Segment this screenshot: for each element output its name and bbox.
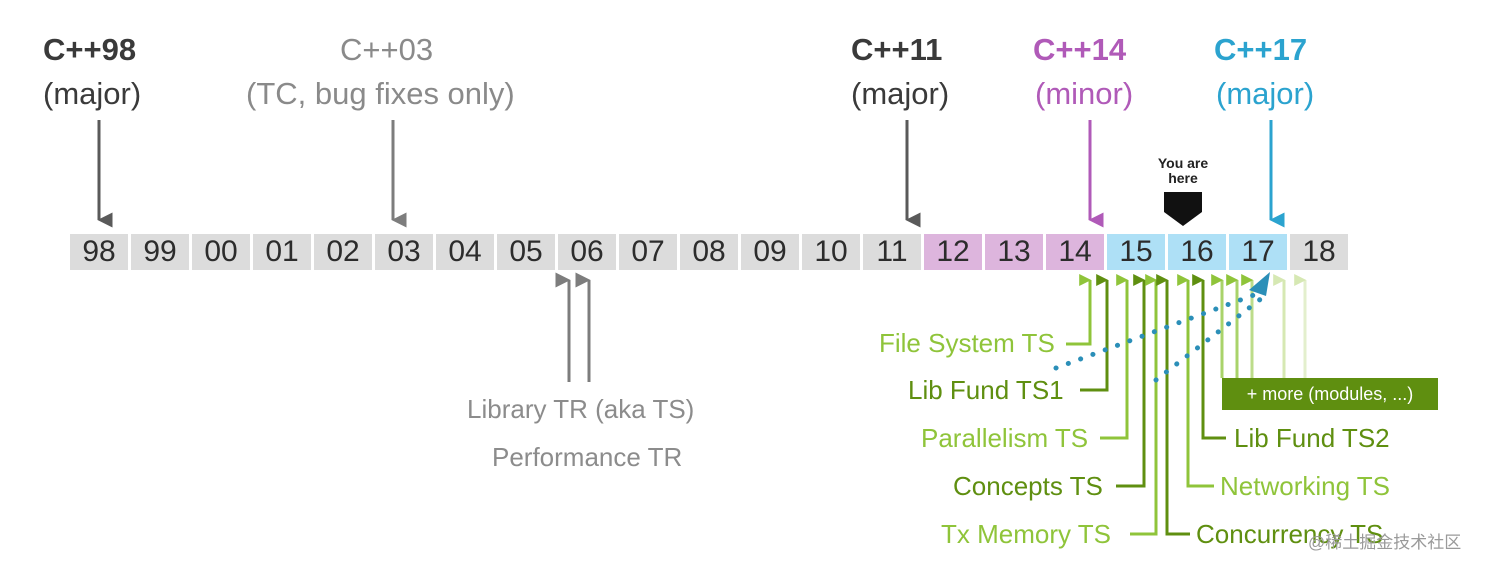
dotted-merge-2 <box>1153 295 1265 383</box>
year-cell-11: 11 <box>863 234 921 270</box>
year-cell-13: 13 <box>985 234 1043 270</box>
year-cell-99: 99 <box>131 234 189 270</box>
concepts-ts-label: Concepts TS <box>953 471 1103 501</box>
year-cell-17: 17 <box>1229 234 1287 270</box>
year-cell-10: 10 <box>802 234 860 270</box>
connector-libfund-ts2 <box>1192 274 1226 440</box>
more-modules-box: + more (modules, ...) <box>1222 378 1438 410</box>
dotted-merge-arrowhead <box>1249 272 1270 296</box>
year-cell-07: 07 <box>619 234 677 270</box>
you-are-here-marker <box>1164 192 1202 226</box>
connector-txmemory-ts <box>1130 274 1158 536</box>
connector-concurrency-ts <box>1156 274 1190 536</box>
year-cell-06: 06 <box>558 234 616 270</box>
cpp17-kind: (major) <box>1216 76 1315 111</box>
networking-ts-label: Networking TS <box>1220 471 1391 501</box>
you-are-here-line1: You are <box>1157 155 1209 171</box>
cpp17-name: C++17 <box>1214 32 1308 67</box>
cpp14-kind: (minor) <box>1035 76 1134 111</box>
connector-libfund-ts1 <box>1080 274 1109 392</box>
connector-concepts-ts <box>1116 274 1146 488</box>
watermark: @稀土掘金技术社区 <box>1308 533 1462 552</box>
dotted-merge-1 <box>1053 289 1265 371</box>
cpp11-name: C++11 <box>851 32 943 67</box>
year-cell-08: 08 <box>680 234 738 270</box>
connector-filesystem-ts <box>1066 274 1092 346</box>
filesystem-ts-label: File System TS <box>879 328 1055 358</box>
year-cell-16: 16 <box>1168 234 1226 270</box>
year-cell-12: 12 <box>924 234 982 270</box>
you-are-here-line2: here <box>1168 170 1198 186</box>
year-cell-05: 05 <box>497 234 555 270</box>
year-cell-14: 14 <box>1046 234 1104 270</box>
year-cell-00: 00 <box>192 234 250 270</box>
year-cell-03: 03 <box>375 234 433 270</box>
libfund-ts1-label: Lib Fund TS1 <box>908 375 1064 405</box>
year-cell-02: 02 <box>314 234 372 270</box>
parallelism-ts-label: Parallelism TS <box>921 423 1089 453</box>
cpp98-name: C++98 <box>43 32 137 67</box>
cpp03-kind: (TC, bug fixes only) <box>246 76 515 111</box>
libfund-ts2-label: Lib Fund TS2 <box>1234 423 1390 453</box>
concurrency-ts-label: Concurrency TS <box>1196 519 1384 549</box>
connector-parallelism-ts <box>1100 274 1129 440</box>
cpp98-kind: (major) <box>43 76 142 111</box>
year-cell-09: 09 <box>741 234 799 270</box>
txmemory-ts-label: Tx Memory TS <box>941 519 1111 549</box>
connector-networking-ts <box>1177 274 1214 488</box>
year-cell-01: 01 <box>253 234 311 270</box>
year-cell-15: 15 <box>1107 234 1165 270</box>
performance-tr-label: Performance TR <box>492 442 683 472</box>
cpp03-name: C++03 <box>340 32 434 67</box>
you-are-here-label: You are here <box>1143 156 1223 186</box>
year-cell-98: 98 <box>70 234 128 270</box>
year-cell-04: 04 <box>436 234 494 270</box>
cpp14-name: C++14 <box>1033 32 1127 67</box>
year-cell-18: 18 <box>1290 234 1348 270</box>
library-tr-label: Library TR (aka TS) <box>467 394 695 424</box>
cpp11-kind: (major) <box>851 76 950 111</box>
